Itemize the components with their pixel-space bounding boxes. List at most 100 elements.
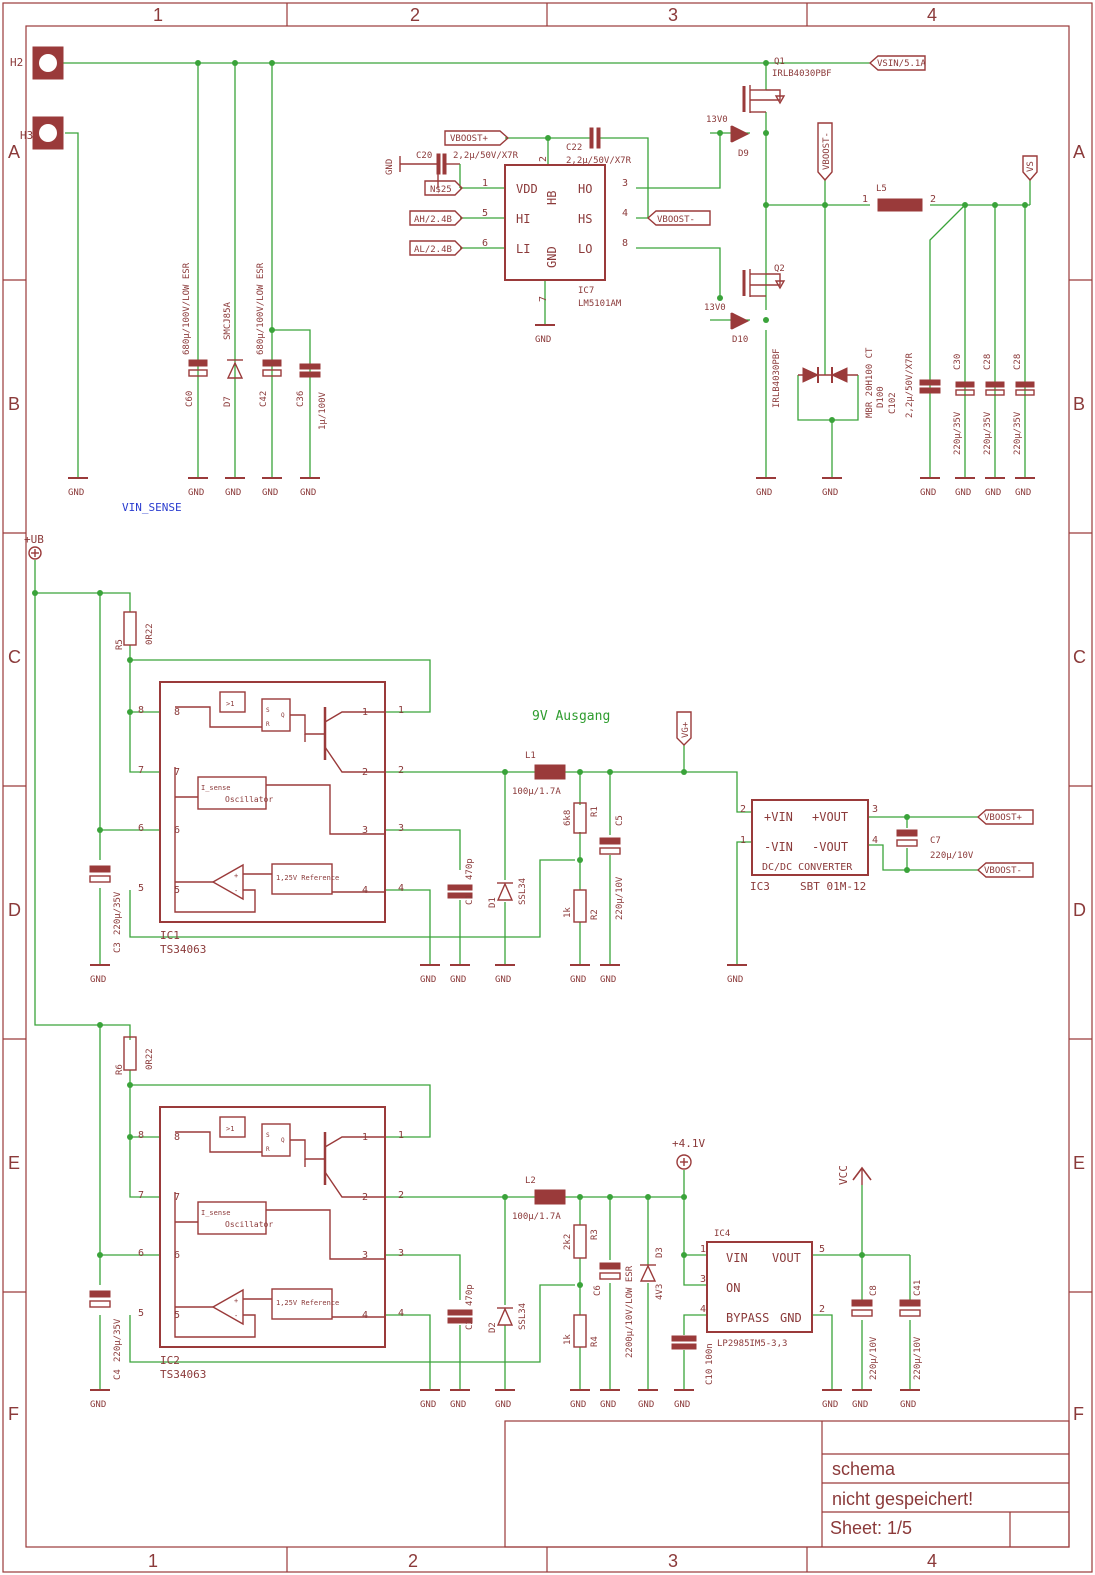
svg-text:3: 3 xyxy=(700,1274,706,1285)
ic1-pin-7-outer: 7 xyxy=(138,765,144,776)
gnd-label: GND xyxy=(90,975,106,985)
ic2-pin-4-outer: 4 xyxy=(398,1308,404,1319)
row-label-b: B xyxy=(8,394,20,414)
c20-gnd-label: GND xyxy=(385,159,395,175)
gnd-label: GND xyxy=(1015,488,1031,498)
ic7-pin-lo: LO xyxy=(578,242,592,256)
ic7-pinnum-2: 2 xyxy=(538,156,549,162)
resistor-r6: R6 0R22 xyxy=(115,1036,155,1075)
d1-value: SSL34 xyxy=(518,878,528,905)
net-tag-vboost-minus-mid: VBOOST- xyxy=(976,862,1034,878)
vs-label: VS xyxy=(1026,161,1036,172)
c28a-value: 220µ/35V xyxy=(983,411,993,455)
c20-value: 2,2µ/50V/X7R xyxy=(453,151,519,161)
ic4-name: IC4 xyxy=(714,1229,730,1239)
ic7-pinnum-7: 7 xyxy=(538,296,549,302)
ic7-pin-li: LI xyxy=(516,242,530,256)
ic7-value: LM5101AM xyxy=(578,299,622,309)
d100-value: MBR 20H100 CT xyxy=(865,347,875,418)
h3-label: H3 xyxy=(20,129,33,142)
ic1-name: IC1 xyxy=(160,929,180,942)
capacitor-c8: C8 220µ/10V xyxy=(851,1285,879,1380)
ic2-pin-4-inner: 4 xyxy=(362,1310,368,1321)
l2-value: 100µ/1.7A xyxy=(512,1212,561,1222)
ic1-pin-2-outer: 2 xyxy=(398,765,404,776)
ic7-pinnum-6: 6 xyxy=(482,238,488,249)
c102-value: 2,2µ/50V/X7R xyxy=(905,352,915,418)
r3-value: 2k2 xyxy=(563,1234,573,1250)
mid-title: 9V Ausgang xyxy=(532,709,610,724)
gnd-label: GND xyxy=(570,975,586,985)
gnd-label: GND xyxy=(822,1400,838,1410)
c5-value: 220µ/10V xyxy=(615,876,625,920)
row-label-e: E xyxy=(8,1153,20,1173)
ic3-pin-vout-minus: -VOUT xyxy=(812,840,848,854)
capacitor-c7: C7 220µ/10V xyxy=(896,829,974,861)
c28b-value: 220µ/35V xyxy=(1013,411,1023,455)
c102-name: C102 xyxy=(888,392,898,414)
mosfet-q1: Q1 IRLB4030PBF xyxy=(742,57,832,113)
row-label-c-right: C xyxy=(1073,647,1086,667)
c5-name: C5 xyxy=(615,815,625,826)
ic1-pin-3-inner: 3 xyxy=(362,825,368,836)
inductor-l5: L5 1 2 xyxy=(862,184,936,212)
r5-name: R5 xyxy=(115,639,125,650)
r1-name: R1 xyxy=(590,806,600,817)
gnd-label: GND xyxy=(450,1400,466,1410)
ic2-pin-7-inner: 7 xyxy=(174,1192,180,1203)
ic2-pin-1-outer: 1 xyxy=(398,1130,404,1141)
ic1-pin-6-outer: 6 xyxy=(138,823,144,834)
capacitor-c3: 220µ/35V C3 xyxy=(89,865,123,953)
ic1-pin-6-inner: 6 xyxy=(174,825,180,836)
ic7-pinnum-1: 1 xyxy=(482,178,488,189)
capacitor-c10: C10 100n xyxy=(671,1335,715,1385)
title-block: schema nicht gespeichert! Sheet: 1/5 xyxy=(504,1420,1070,1548)
c36-value: 1µ/100V xyxy=(318,391,328,430)
ic1-pin-4-inner: 4 xyxy=(362,885,368,896)
ic2-pin-5-outer: 5 xyxy=(138,1308,144,1319)
resistor-r4: R4 1k xyxy=(563,1314,600,1348)
row-label-d-right: D xyxy=(1073,900,1086,920)
resistor-r1: R1 6k8 xyxy=(563,802,600,834)
ic2-value: TS34063 xyxy=(160,1368,206,1381)
capacitor-c5: C5 220µ/10V xyxy=(599,815,625,920)
vboost-minus-mid-label: VBOOST- xyxy=(984,866,1022,876)
r5-value: 0R22 xyxy=(145,623,155,645)
q1-value: IRLB4030PBF xyxy=(772,69,832,79)
ic2-pin-8-inner: 8 xyxy=(174,1132,180,1143)
gnd-label: GND xyxy=(450,975,466,985)
c8-name: C8 xyxy=(869,1285,879,1296)
col-label-4-bottom: 4 xyxy=(927,1551,937,1571)
ic7-pin-hi: HI xyxy=(516,212,530,226)
c41-name: C41 xyxy=(913,1280,923,1296)
vboost-plus-mid-label: VBOOST+ xyxy=(984,813,1023,823)
c28b-name: C28 xyxy=(1013,354,1023,370)
gnd-label: GND xyxy=(756,488,772,498)
ic1-inner-label-2: R xyxy=(266,721,270,728)
ic1-pin-4-outer: 4 xyxy=(398,883,404,894)
col-label-1-bottom: 1 xyxy=(148,1551,158,1571)
gnd-label: GND xyxy=(188,488,204,498)
diode-d9: 13V0 D9 xyxy=(706,115,750,159)
ic2-inner-label-5: Oscillator xyxy=(225,1220,273,1229)
d10-value: 13V0 xyxy=(704,303,726,313)
c60-value: 680µ/100V/LOW ESR xyxy=(182,262,192,355)
r2-value: 1k xyxy=(563,907,573,918)
capacitor-c102: C102 2,2µ/50V/X7R xyxy=(888,352,941,418)
svg-text:5: 5 xyxy=(819,1244,825,1255)
svg-text:1: 1 xyxy=(740,835,746,846)
diode-d100: D100 MBR 20H100 CT xyxy=(798,347,886,418)
net-tag-vboost-plus-top: VBOOST+ xyxy=(444,130,510,146)
c10-value: 100n xyxy=(705,1343,715,1365)
diode-d2: D2 SSL34 xyxy=(488,1303,528,1333)
d100-name: D100 xyxy=(876,386,886,408)
c42-name: C42 xyxy=(259,391,269,407)
ic1-inner-label-4: I_sense xyxy=(201,784,231,792)
capacitor-c42: C42 680µ/100V/LOW ESR xyxy=(256,262,282,407)
connector-h2: H2 xyxy=(10,46,64,80)
r2-name: R2 xyxy=(590,909,600,920)
vboost-plus-top-label: VBOOST+ xyxy=(450,134,489,144)
